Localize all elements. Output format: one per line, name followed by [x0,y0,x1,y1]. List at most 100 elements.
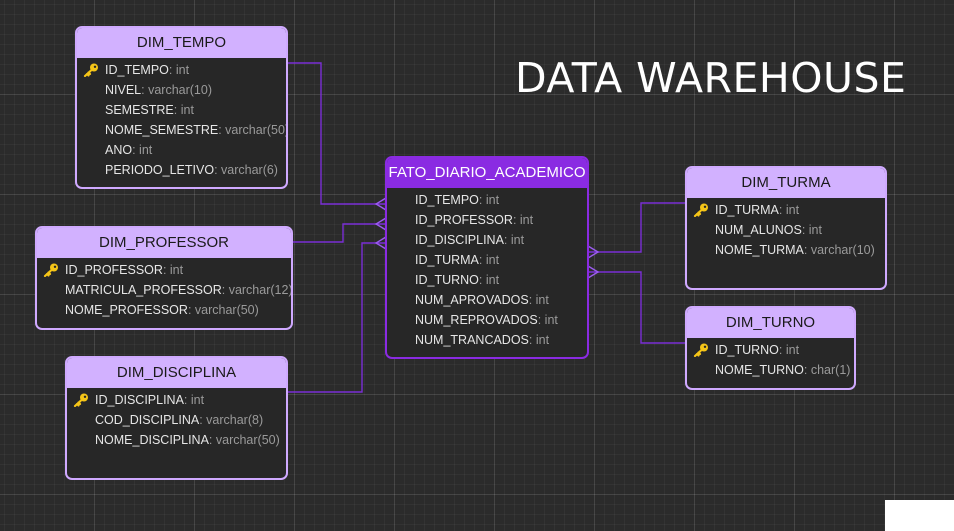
primary-key-icon [43,263,58,277]
field-type: : varchar(12) [221,283,293,297]
field-name: ID_PROFESSOR [65,263,163,277]
entity-field[interactable]: NOME_SEMESTRE: varchar(50) [77,120,286,140]
field-type: : int [801,223,822,237]
corner-panel [885,500,954,531]
field-type: : int [778,343,800,357]
entity-field[interactable]: NOME_TURMA: varchar(10) [687,240,885,260]
primary-key-icon [83,63,98,77]
field-name: ID_DISCIPLINA [415,233,504,247]
field-type: : int [503,233,525,247]
field-type: : varchar(50) [187,303,259,317]
field-type: : varchar(6) [214,163,278,177]
entity-field[interactable]: ID_DISCIPLINA: int [67,390,286,410]
crowfoot-turno [587,265,600,279]
entity-field[interactable]: COD_DISCIPLINA: varchar(8) [67,410,286,430]
field-type: : char(1) [803,363,851,377]
entity-field[interactable]: NUM_TRANCADOS: int [387,330,587,350]
field-name: ID_TURNO [715,343,779,357]
connector-turma-fato [588,202,686,253]
entity-field[interactable]: NIVEL: varchar(10) [77,80,286,100]
crowfoot-turma [587,245,600,259]
field-type: : varchar(50) [208,433,280,447]
field-type: : int [778,203,800,217]
connector-disciplina-fato [287,242,386,393]
field-type: : varchar(8) [199,413,264,427]
primary-key-icon [693,203,708,217]
field-name: SEMESTRE [105,103,174,117]
diagram-title: DATA WAREHOUSE [515,54,907,102]
field-name: COD_DISCIPLINA [95,413,200,427]
entity-field[interactable]: ID_TEMPO: int [387,190,587,210]
entity-field[interactable]: NOME_DISCIPLINA: varchar(50) [67,430,286,450]
entity-field[interactable]: NOME_PROFESSOR: varchar(50) [37,300,291,320]
entity-field[interactable]: ID_TURNO: int [387,270,587,290]
field-type: : int [162,263,184,277]
entity-field[interactable]: NUM_REPROVADOS: int [387,310,587,330]
entity-field[interactable]: NOME_TURNO: char(1) [687,360,854,380]
field-type: : int [183,393,205,407]
field-name: NOME_PROFESSOR [65,303,188,317]
entity-field[interactable]: ID_TEMPO: int [77,60,286,80]
field-type: : varchar(50) [218,123,288,137]
entity-field[interactable]: PERIODO_LETIVO: varchar(6) [77,160,286,180]
field-name: NOME_TURNO [715,363,804,377]
field-name: NUM_REPROVADOS [415,313,538,327]
field-name: ID_DISCIPLINA [95,393,184,407]
field-name: NOME_TURMA [715,243,804,257]
entity-header: FATO_DIARIO_ACADEMICO [387,158,587,188]
field-name: NUM_APROVADOS [415,293,529,307]
field-name: ID_TURNO [415,273,479,287]
field-type: : int [478,253,500,267]
entity-header: DIM_PROFESSOR [37,228,291,258]
field-name: NUM_TRANCADOS [415,333,529,347]
field-type: : varchar(10) [141,83,212,97]
field-type: : int [478,193,500,207]
entity-field[interactable]: ID_TURMA: int [387,250,587,270]
entity-field[interactable]: ID_PROFESSOR: int [387,210,587,230]
field-name: NUM_ALUNOS [715,223,802,237]
field-name: ID_TEMPO [105,63,169,77]
entity-field[interactable]: ID_TURNO: int [687,340,854,360]
primary-key-icon [73,393,88,407]
primary-key-icon [693,343,708,357]
entity-header: DIM_DISCIPLINA [67,358,286,388]
field-name: NOME_SEMESTRE [105,123,219,137]
connector-tempo-fato [287,62,386,205]
field-type: : int [512,213,534,227]
entity-field[interactable]: NUM_ALUNOS: int [687,220,885,240]
entity-field[interactable]: ID_TURMA: int [687,200,885,220]
entity-field[interactable]: ANO: int [77,140,286,160]
field-type: : int [528,293,549,307]
entity-field[interactable]: SEMESTRE: int [77,100,286,120]
entity-field[interactable]: NUM_APROVADOS: int [387,290,587,310]
entity-field[interactable]: MATRICULA_PROFESSOR: varchar(12) [37,280,291,300]
field-type: : int [168,63,190,77]
field-name: ID_PROFESSOR [415,213,513,227]
field-type: : varchar(10) [803,243,875,257]
field-name: ID_TURMA [715,203,779,217]
entity-field[interactable]: ID_DISCIPLINA: int [387,230,587,250]
field-type: : int [478,273,500,287]
entity-header: DIM_TEMPO [77,28,286,58]
connector-turno-fato [588,271,686,344]
field-name: PERIODO_LETIVO [105,163,215,177]
entity-header: DIM_TURNO [687,308,854,338]
field-type: : int [132,143,153,157]
field-type: : int [528,333,550,347]
field-name: NOME_DISCIPLINA [95,433,209,447]
field-type: : int [537,313,558,327]
field-name: NIVEL [105,83,142,97]
entity-field[interactable]: ID_PROFESSOR: int [37,260,291,280]
